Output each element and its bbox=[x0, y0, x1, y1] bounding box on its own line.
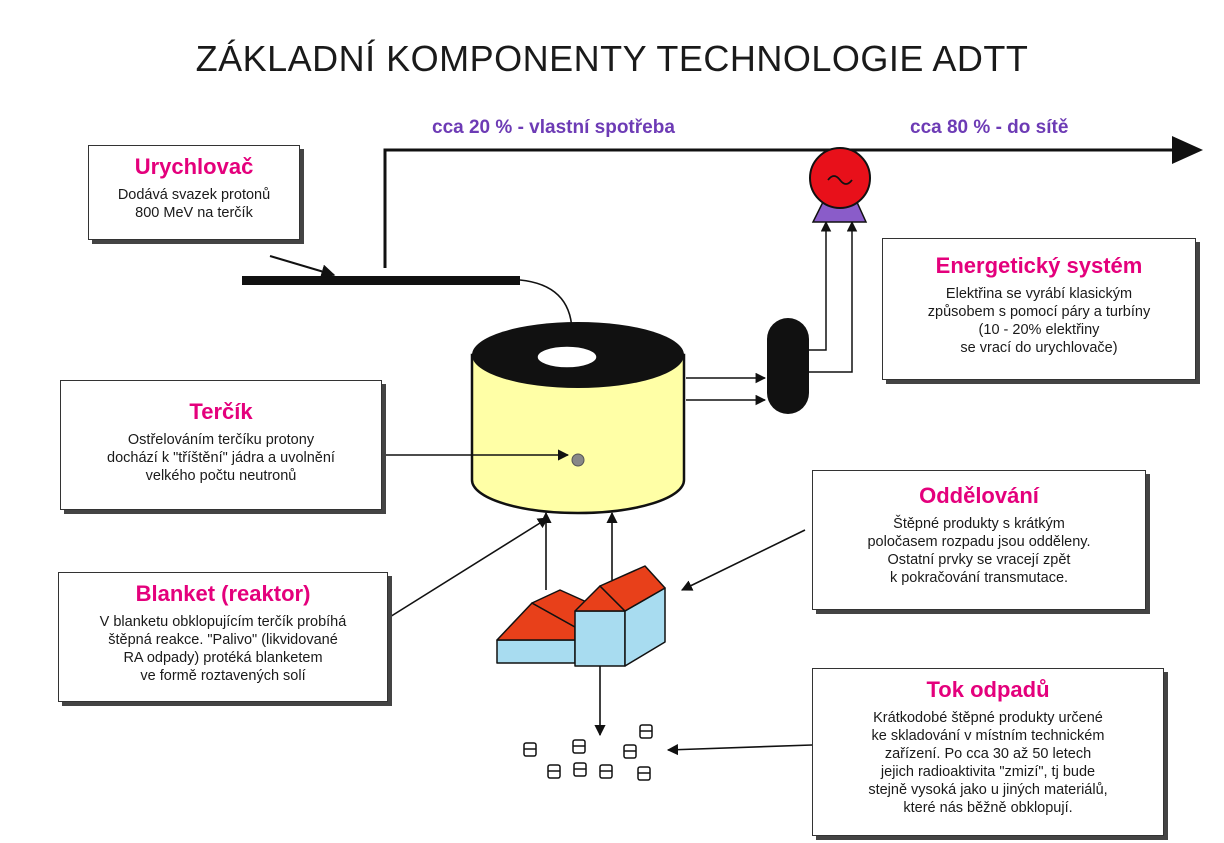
barrel bbox=[573, 762, 587, 777]
energy-text: Elektřina se vyrábí klasickým způsobem s… bbox=[927, 286, 1151, 356]
steam-line-1 bbox=[809, 220, 832, 351]
generator bbox=[809, 147, 871, 223]
energy-box: Energetický systém Elektřina se vyrábí k… bbox=[882, 238, 1196, 380]
barrel bbox=[572, 739, 586, 754]
barrel bbox=[547, 764, 561, 779]
barrel bbox=[639, 724, 653, 739]
separation-heading: Oddělování bbox=[919, 483, 1039, 508]
blanket-text: V blanketu obklopujícím terčík probíhá š… bbox=[99, 614, 347, 684]
page-title: ZÁKLADNÍ KOMPONENTY TECHNOLOGIE ADTT bbox=[195, 38, 1029, 79]
target-box: Terčík Ostřelováním terčíku protony doch… bbox=[60, 380, 382, 510]
accelerator-box: Urychlovač Dodává svazek protonů 800 MeV… bbox=[88, 145, 300, 240]
separation-text: Štěpné produkty s krátkým poločasem rozp… bbox=[867, 516, 1091, 586]
barrel bbox=[637, 766, 651, 781]
barrel bbox=[599, 764, 613, 779]
beam-line bbox=[242, 276, 520, 285]
barrel bbox=[523, 742, 537, 757]
target-heading: Terčík bbox=[189, 399, 253, 424]
barrel bbox=[623, 744, 637, 759]
accelerator-text: Dodává svazek protonů 800 MeV na terčík bbox=[117, 187, 271, 221]
accelerator-pointer bbox=[269, 255, 336, 279]
target-text: Ostřelováním terčíku protony dochází k "… bbox=[107, 432, 335, 484]
heat-exchanger bbox=[767, 318, 809, 414]
power-line bbox=[383, 148, 1175, 268]
blanket-pointer bbox=[384, 517, 549, 621]
separation-pointer bbox=[680, 529, 806, 591]
energy-heading: Energetický systém bbox=[935, 253, 1143, 278]
grid-arrow-head bbox=[1172, 136, 1203, 164]
blanket-box: Blanket (reaktor) V blanketu obklopující… bbox=[58, 572, 388, 702]
to-grid-label: cca 80 % - do sítě bbox=[910, 117, 1069, 138]
blanket-heading: Blanket (reaktor) bbox=[135, 581, 311, 606]
own-use-label: cca 20 % - vlastní spotřeba bbox=[432, 117, 675, 138]
waste-pointer bbox=[666, 744, 813, 756]
steam-line-2 bbox=[809, 220, 858, 373]
accelerator-heading: Urychlovač bbox=[134, 154, 254, 179]
waste-box: Tok odpadů Krátkodobé štěpné produkty ur… bbox=[812, 668, 1164, 836]
separation-plant bbox=[496, 565, 666, 667]
waste-text: Krátkodobé štěpné produkty určené ke skl… bbox=[868, 710, 1108, 816]
reactor-cylinder bbox=[470, 322, 686, 515]
separation-box: Oddělování Štěpné produkty s krátkým pol… bbox=[812, 470, 1146, 610]
waste-barrels bbox=[523, 724, 653, 781]
target-core bbox=[571, 453, 585, 467]
waste-heading: Tok odpadů bbox=[926, 677, 1050, 702]
